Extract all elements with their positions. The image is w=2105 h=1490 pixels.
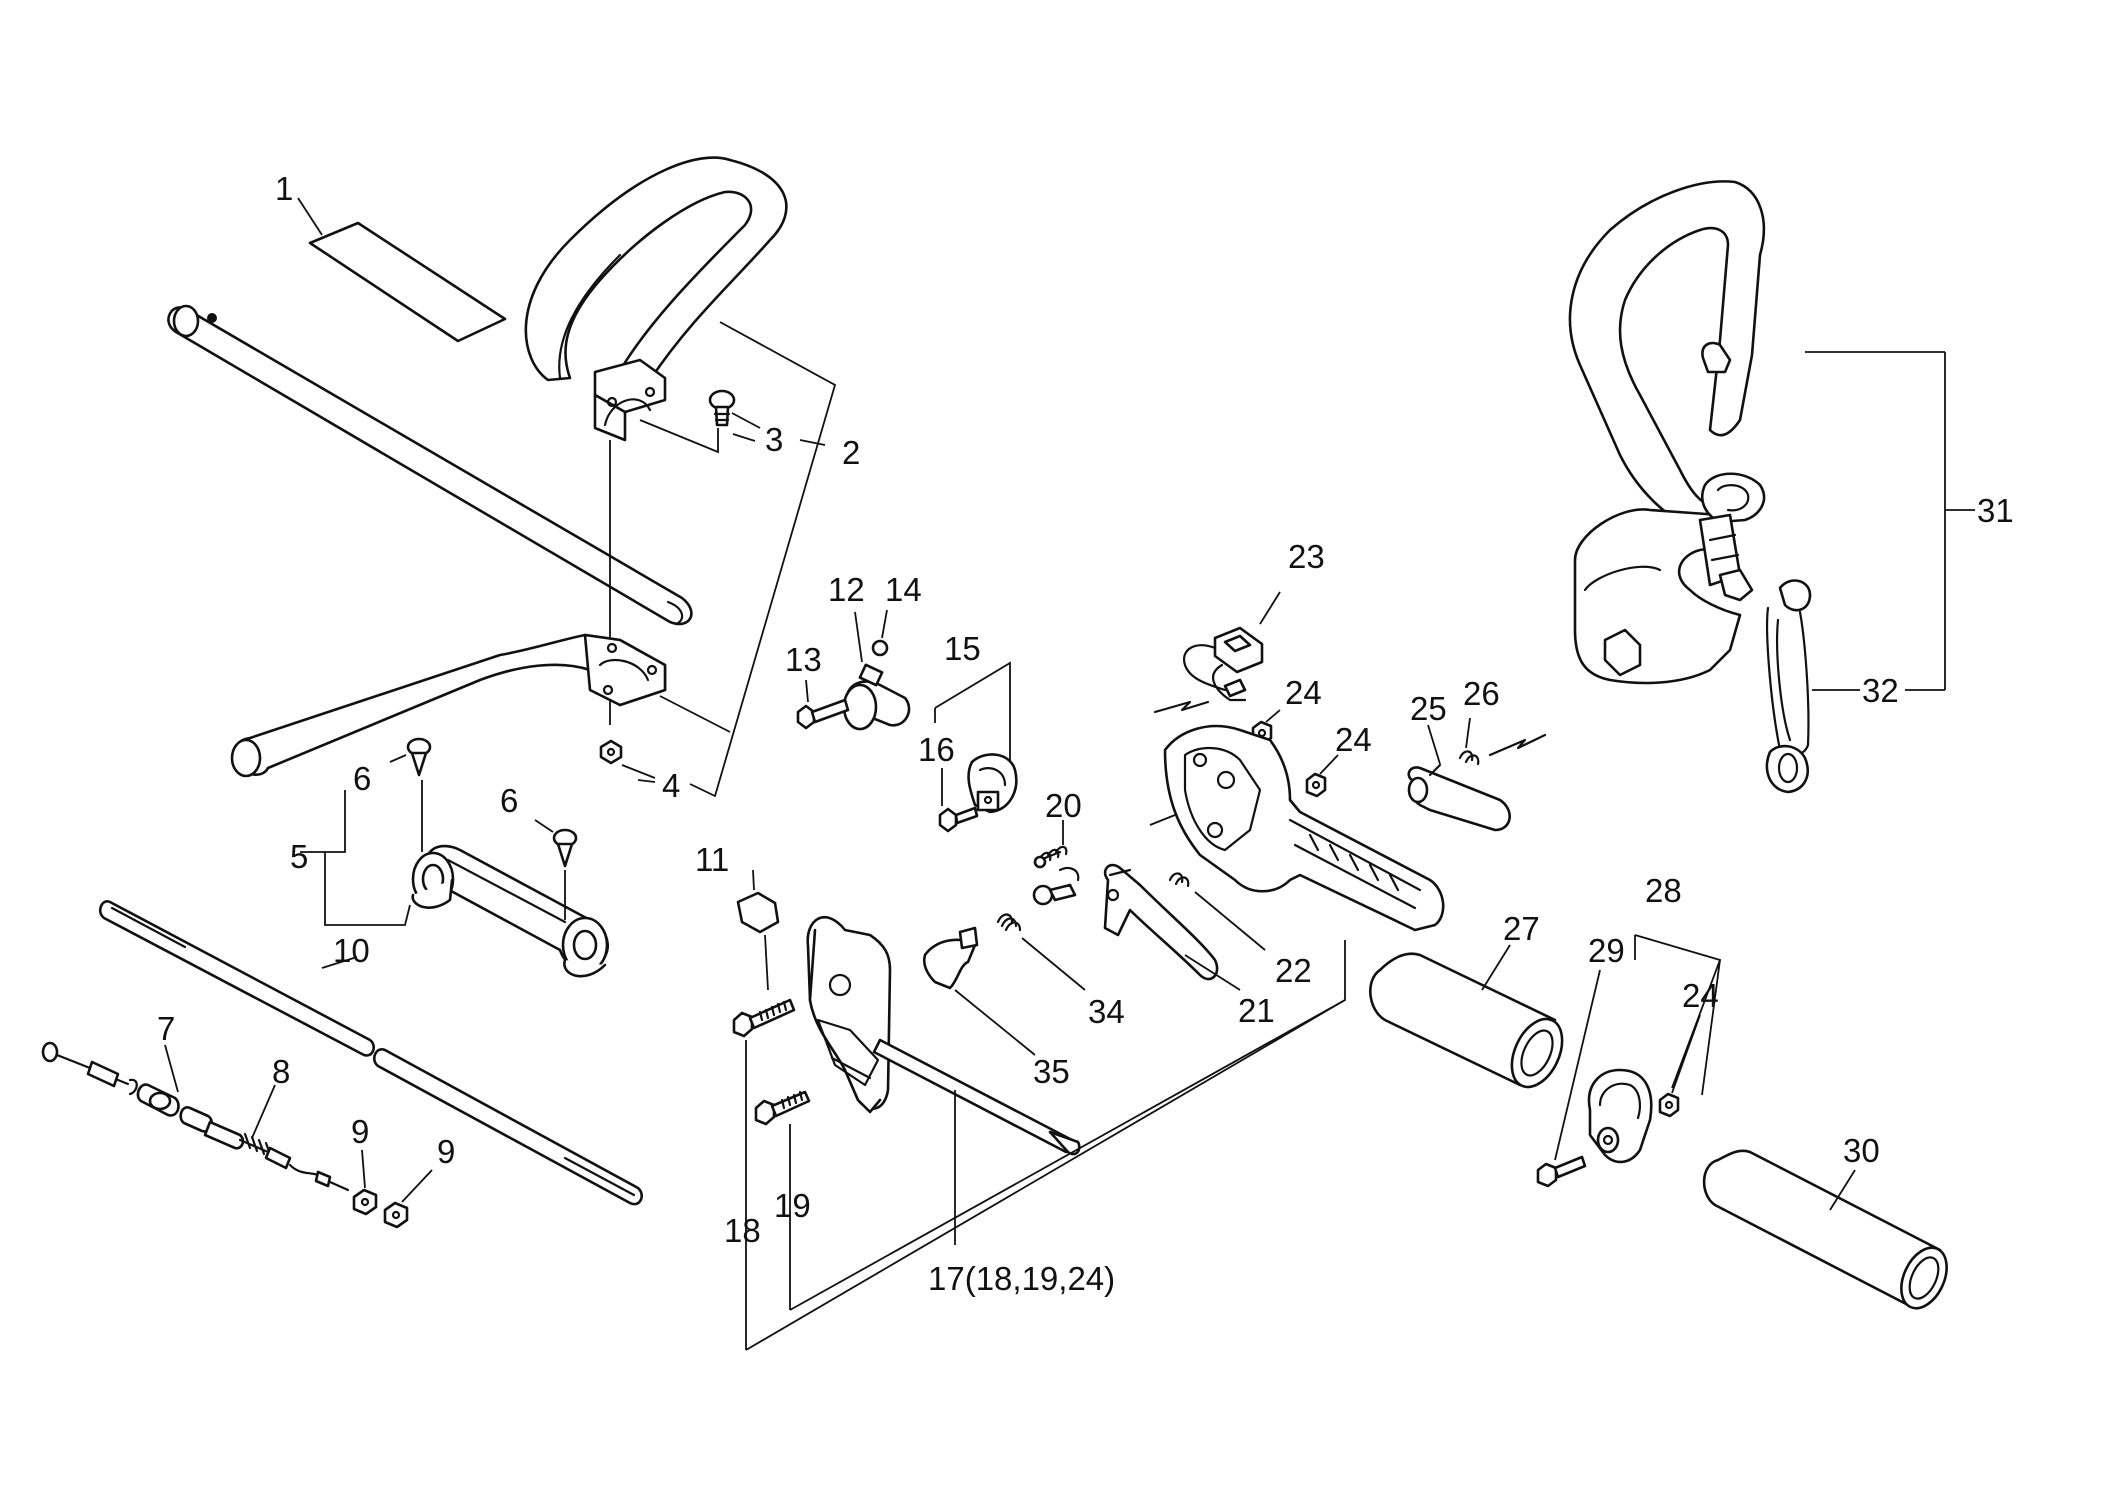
label-25: 25 [1410,690,1447,727]
part-7-8-throttle-cable [41,1041,350,1192]
label-35: 35 [1033,1053,1070,1090]
label-20: 20 [1045,787,1082,824]
label-6b: 6 [500,782,518,819]
part-16-screw [938,768,979,833]
part-9-nut-a [352,1149,378,1216]
part-27-grip [1369,944,1564,1089]
label-10: 10 [333,932,370,969]
label-2: 2 [842,434,860,471]
part-25-lockout-lever [1407,724,1511,832]
part-32-hook [1765,579,1945,794]
part-2-loop-handle [230,156,788,778]
label-18: 18 [724,1212,761,1249]
label-26: 26 [1463,675,1500,712]
part-18-bolt [732,998,796,1350]
label-17: 17(18,19,24) [928,1260,1115,1297]
label-13: 13 [785,641,822,678]
part-17-leaders [745,940,1346,1351]
label-leaders [297,197,756,783]
label-12: 12 [828,571,865,608]
label-24b: 24 [1335,721,1372,758]
label-16: 16 [918,731,955,768]
label-15: 15 [944,630,981,667]
label-30: 30 [1843,1132,1880,1169]
part-24-nut-b [1305,754,1339,798]
part-26-spring [1458,717,1547,766]
label-34: 34 [1088,993,1125,1030]
part-23-stop-switch [1153,591,1281,714]
part-24-nut-c [1658,1014,1701,1118]
part-34-spring [996,913,1086,991]
label-5: 5 [290,838,308,875]
label-14: 14 [885,571,922,608]
part-6-screw-b [534,819,578,920]
part-12-clamp [842,611,911,731]
main-shaft-tube [167,304,693,626]
part-10-drive-shaft [98,900,643,1206]
part-1-decal [308,221,507,343]
part-9-nut-b [383,1169,433,1229]
part-28-hanger [1587,934,1722,1164]
label-24c: 24 [1682,977,1719,1014]
part-11-grommet [736,869,780,991]
label-3: 3 [765,421,783,458]
label-24a: 24 [1285,674,1322,711]
part-6-screw-a [389,737,432,852]
label-31: 31 [1977,492,2014,529]
part-35-lever-lock [922,926,1036,1056]
part-30-tube [1702,1149,1948,1310]
label-9b: 9 [437,1133,455,1170]
part-19-bolt [754,1090,811,1310]
part-21-trigger [1103,863,1241,991]
label-28: 28 [1645,872,1682,909]
label-29: 29 [1588,932,1625,969]
part-13-screw [796,679,850,730]
label-21: 21 [1238,992,1275,1029]
label-11: 11 [695,841,729,878]
label-23: 23 [1288,538,1325,575]
part-15-clamp [934,661,1018,814]
label-8: 8 [272,1053,290,1090]
part-2-bracket [621,321,837,798]
label-19: 19 [774,1187,811,1224]
label-9a: 9 [351,1113,369,1150]
label-27: 27 [1503,910,1540,947]
label-6a: 6 [353,760,371,797]
part-31-harness [1568,180,1975,690]
part-14-nut [871,609,889,657]
label-32: 32 [1862,672,1899,709]
part-4-nut [599,739,623,765]
part-17-handle-case [806,916,1081,1156]
part-3-screw [639,389,736,454]
label-7: 7 [157,1010,175,1047]
part-17-throttle-handle [1149,724,1445,932]
part-29-bolt [1536,969,1601,1188]
label-22: 22 [1275,952,1312,989]
part-22-spring [1168,872,1266,951]
label-1: 1 [275,170,293,207]
part-5-shaft-bracket [300,790,610,978]
label-4: 4 [662,767,680,804]
part-20-contact [1032,866,1080,906]
part-20-spring [1033,820,1068,869]
callout-labels: 1 2 3 4 5 6 6 7 8 9 9 10 11 12 13 14 15 … [157,170,2014,1297]
